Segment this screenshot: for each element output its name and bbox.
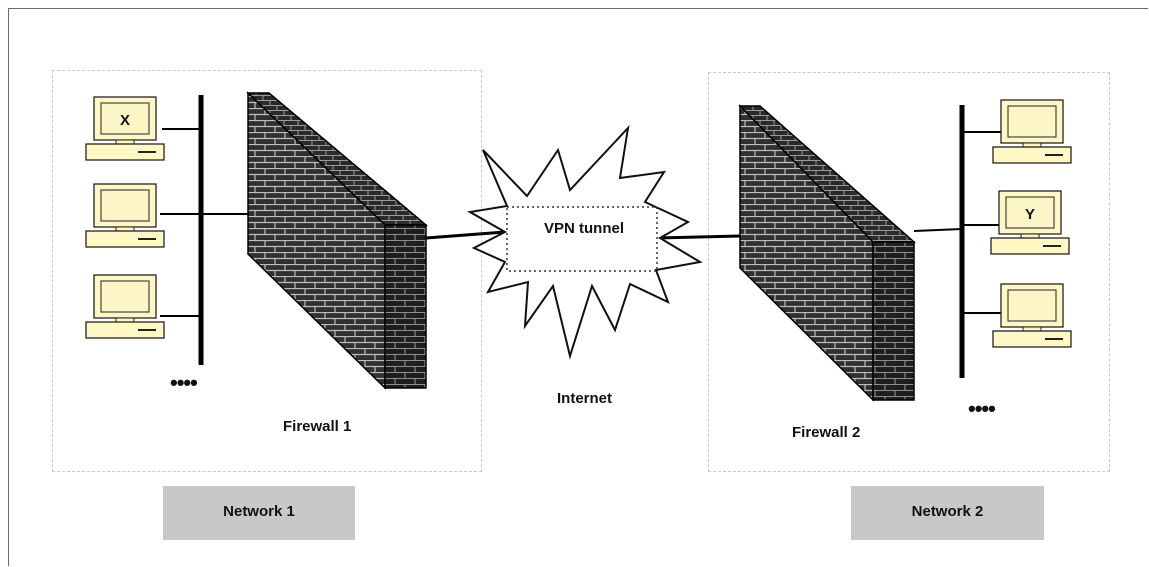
computer: [992, 99, 1072, 164]
firewall-1-wall: [246, 91, 429, 390]
firewall-2-label: Firewall 2: [792, 424, 861, 441]
computer-y: Y: [990, 190, 1070, 255]
network-2-label: Network 2: [851, 486, 1044, 540]
computer-label: X: [120, 112, 130, 129]
internet-to-firewall-2-link: [656, 234, 741, 240]
firewall-to-bus-link: [913, 228, 963, 232]
firewall-1-label: Firewall 1: [283, 418, 352, 435]
firewall-1-to-internet-link: [425, 230, 506, 240]
computer-x: X: [85, 96, 165, 161]
computer: [85, 274, 165, 339]
more-computers-indicator: ••••: [170, 370, 198, 395]
internet-label: Internet: [557, 390, 613, 407]
internet-cloud: [467, 124, 703, 360]
computer: [992, 283, 1072, 348]
diagram-frame: [8, 8, 1148, 566]
more-computers-indicator: ••••: [968, 396, 996, 421]
network-1-boundary: [52, 70, 482, 472]
vpn-tunnel-label: VPN tunnel: [543, 220, 624, 237]
vpn-tunnel-box: [506, 206, 658, 272]
firewall-2-wall: [738, 104, 916, 402]
computer: [85, 183, 165, 248]
computer-label: Y: [1025, 206, 1035, 223]
network-2-boundary: [708, 72, 1110, 472]
network-1-label: Network 1: [163, 486, 355, 540]
